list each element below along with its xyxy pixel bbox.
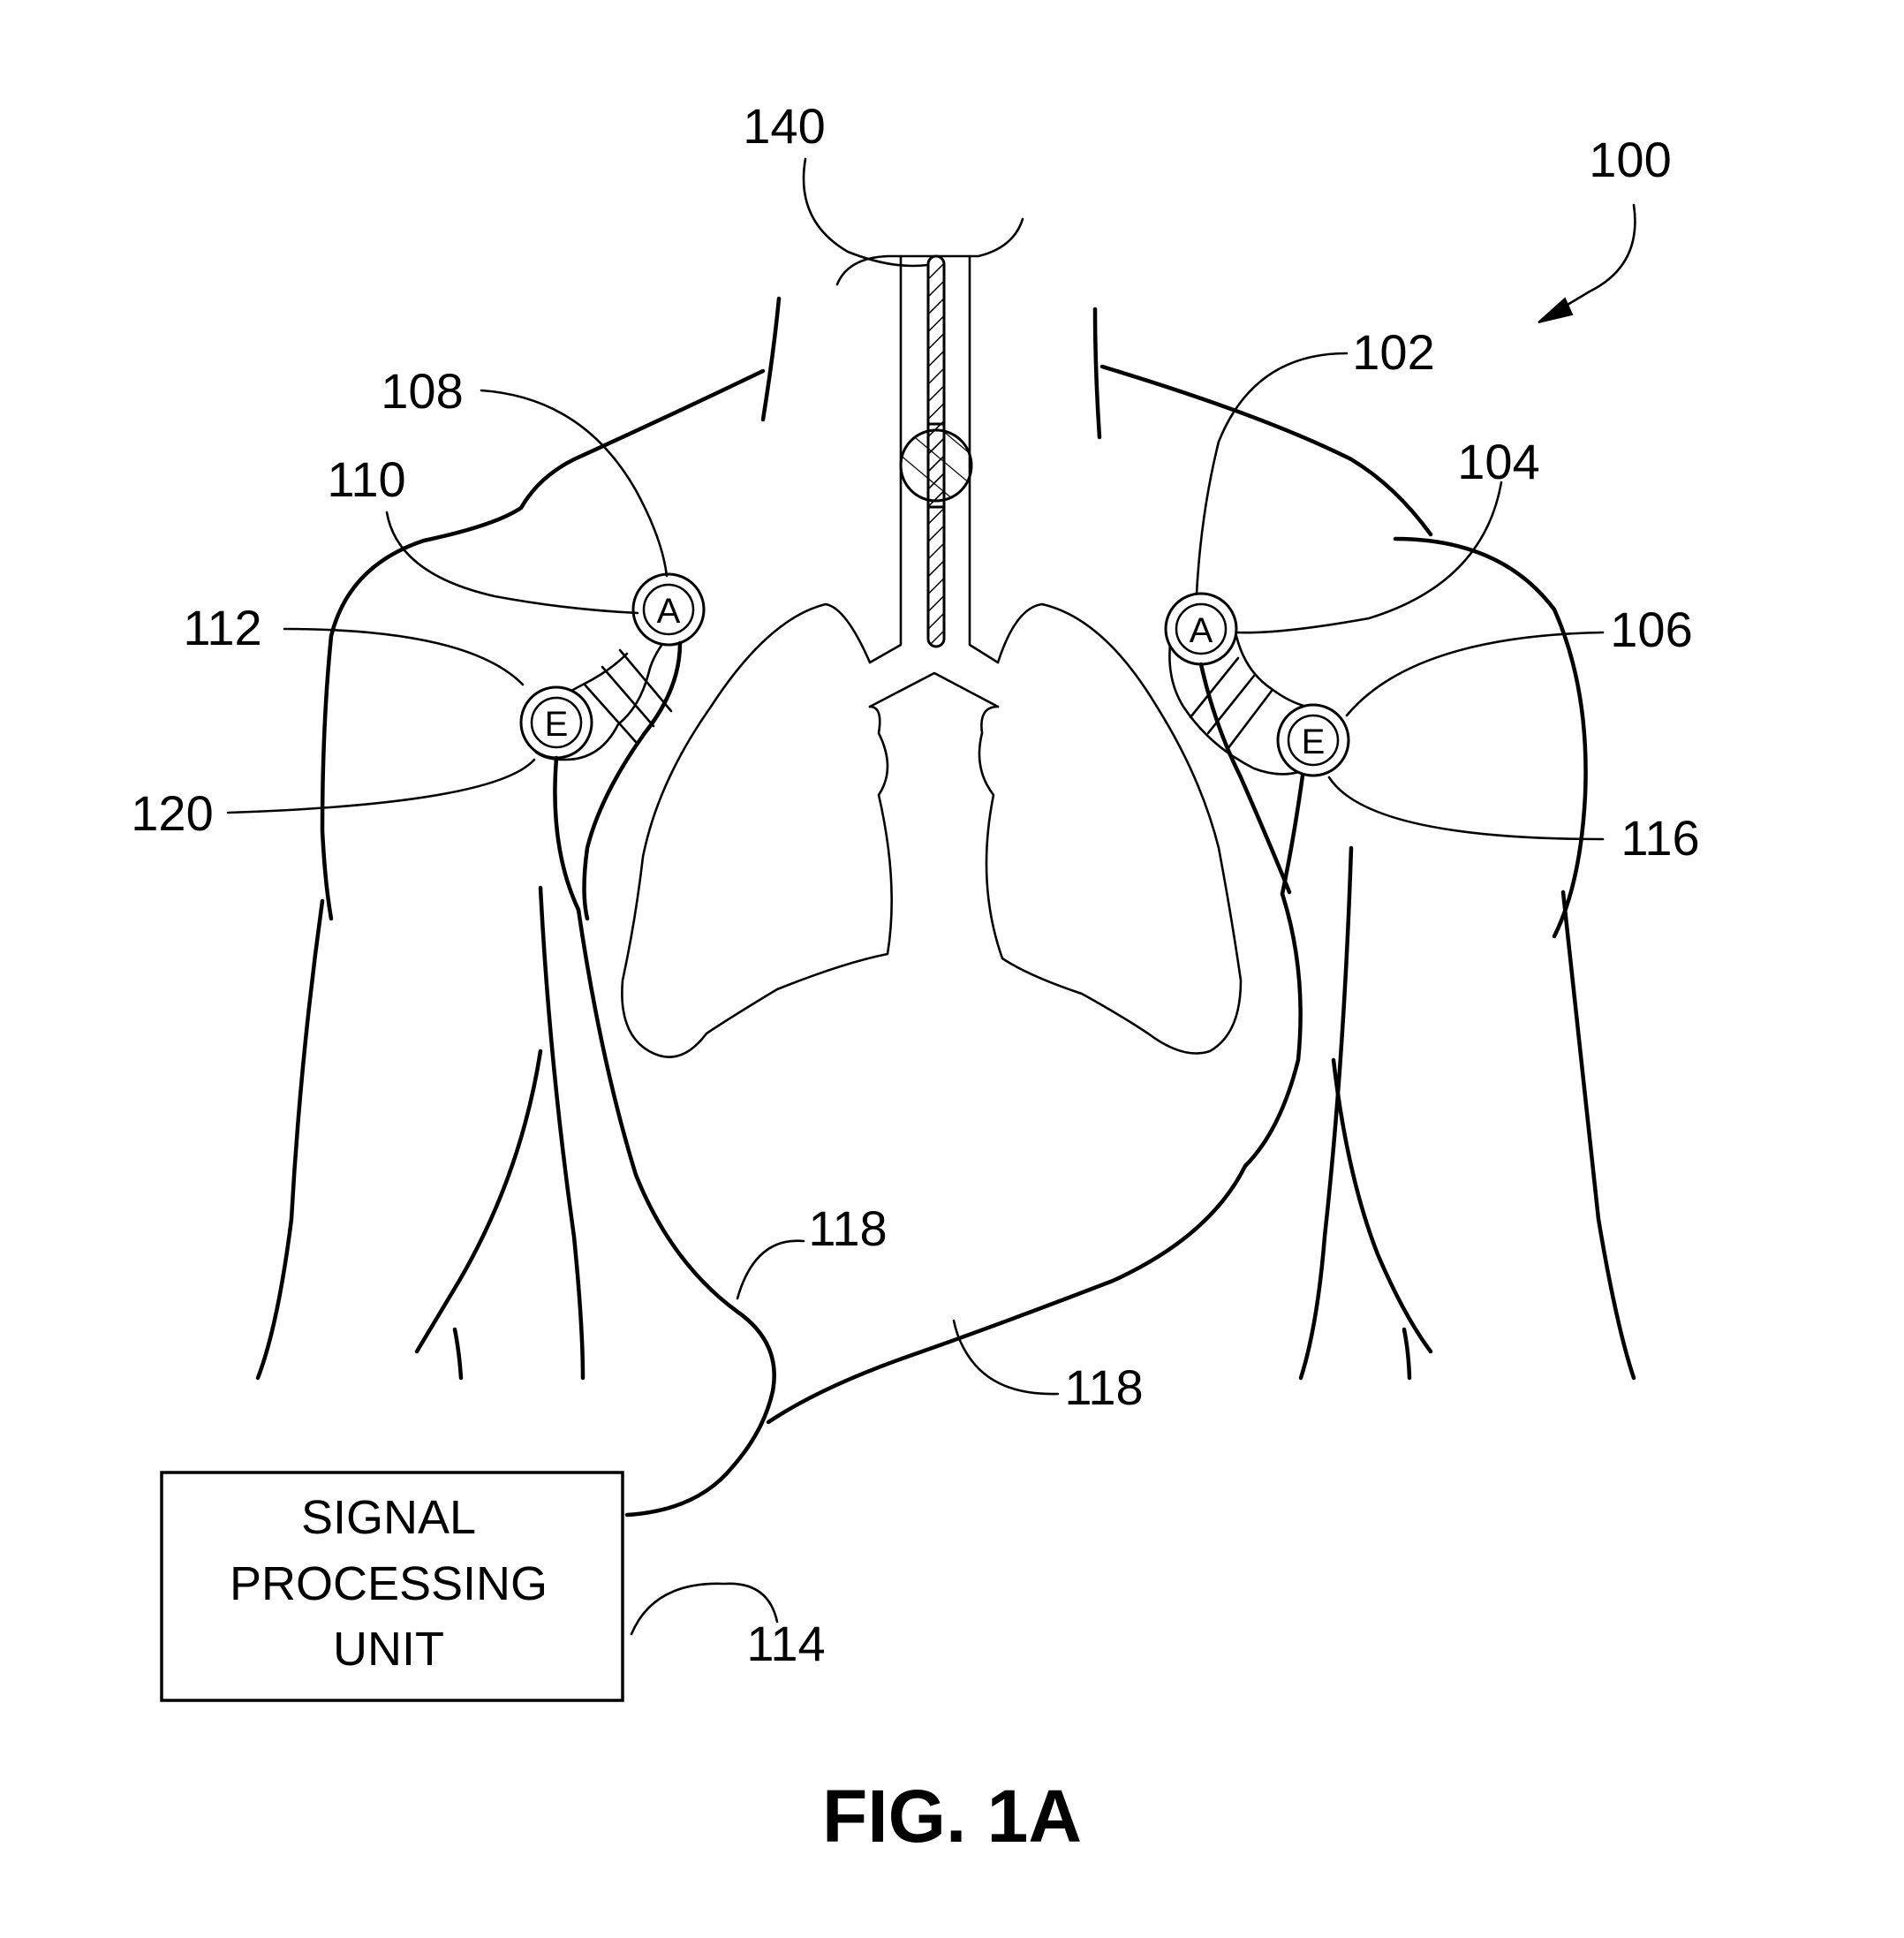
label-108: 108 (381, 363, 463, 419)
label-100: 100 (1589, 132, 1671, 187)
endotracheal-tube (901, 256, 971, 647)
reference-numerals: 140 100 108 110 112 120 102 104 106 116 … (131, 98, 1699, 1671)
signal-processing-unit: SIGNAL PROCESSING UNIT (162, 1472, 623, 1700)
spu-line-3: UNIT (333, 1623, 444, 1676)
right-accel-letter: A (1190, 611, 1213, 650)
spu-line-2: PROCESSING (230, 1557, 548, 1610)
arrowhead-100 (1538, 299, 1572, 322)
left-lung (622, 604, 891, 1057)
label-118-top: 118 (808, 1200, 887, 1256)
label-104: 104 (1457, 434, 1539, 489)
label-120: 120 (131, 785, 213, 841)
spu-line-1: SIGNAL (301, 1491, 476, 1544)
label-102: 102 (1352, 324, 1434, 380)
figure-caption: FIG. 1A (822, 1775, 1082, 1858)
left-accel-letter: A (657, 592, 681, 631)
label-118-bottom: 118 (1064, 1359, 1143, 1415)
label-106: 106 (1610, 602, 1692, 657)
label-112: 112 (183, 600, 261, 655)
right-sensor-assembly: A E (1166, 594, 1349, 776)
label-110: 110 (327, 451, 405, 507)
label-116: 116 (1621, 810, 1699, 866)
label-140: 140 (743, 98, 825, 154)
label-114: 114 (746, 1616, 825, 1671)
left-electrode-letter: E (545, 705, 569, 744)
right-electrode-letter: E (1302, 723, 1326, 761)
cables (555, 643, 1303, 1515)
